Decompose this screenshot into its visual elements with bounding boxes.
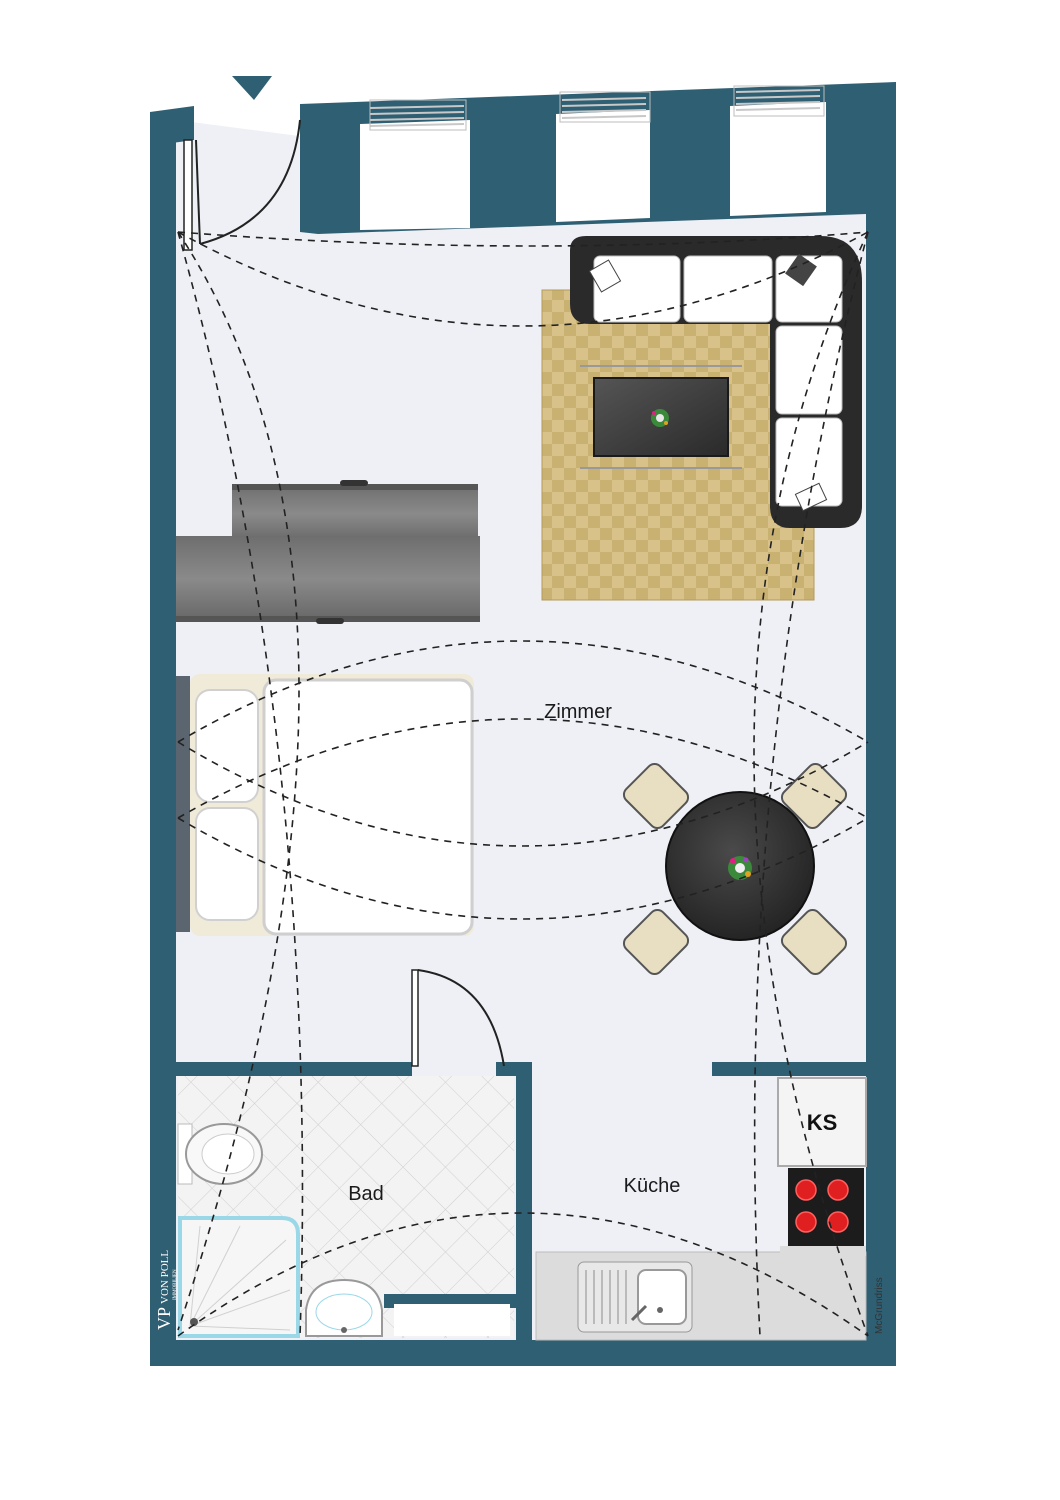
flower-icon <box>651 409 669 427</box>
desk <box>176 480 480 624</box>
brand-logo-mark: VP <box>154 1307 174 1330</box>
bed <box>176 674 474 936</box>
room-label-bad: Bad <box>348 1183 384 1205</box>
burner-icon <box>795 1179 849 1233</box>
room-label-kueche: Küche <box>624 1175 681 1197</box>
kitchen-sink <box>577 1261 693 1333</box>
flower-icon <box>728 856 752 880</box>
hob <box>788 1168 864 1246</box>
shower <box>178 1216 300 1338</box>
entrance-arrow-icon <box>232 76 272 100</box>
brand-logo-name: VON POLL <box>159 1250 171 1304</box>
view-arcs <box>177 231 869 1337</box>
entry-door <box>183 119 301 251</box>
credit-text: McGrundriss <box>874 1277 885 1334</box>
bathroom-door <box>411 969 505 1067</box>
toilet <box>177 1123 263 1185</box>
fridge <box>777 1077 867 1167</box>
coffee-table <box>580 365 742 469</box>
dining-set <box>622 762 848 976</box>
room-label-zimmer: Zimmer <box>544 701 612 723</box>
interior-walls <box>176 1062 866 1340</box>
windows <box>360 85 826 230</box>
brand-logo-sub: IMMOBILIEN <box>173 1269 178 1300</box>
brand-logo: VP VON POLL IMMOBILIEN <box>154 1250 178 1330</box>
bathroom-sink <box>305 1278 383 1337</box>
kitchen <box>535 1077 867 1341</box>
fridge-label: KS <box>807 1110 838 1135</box>
